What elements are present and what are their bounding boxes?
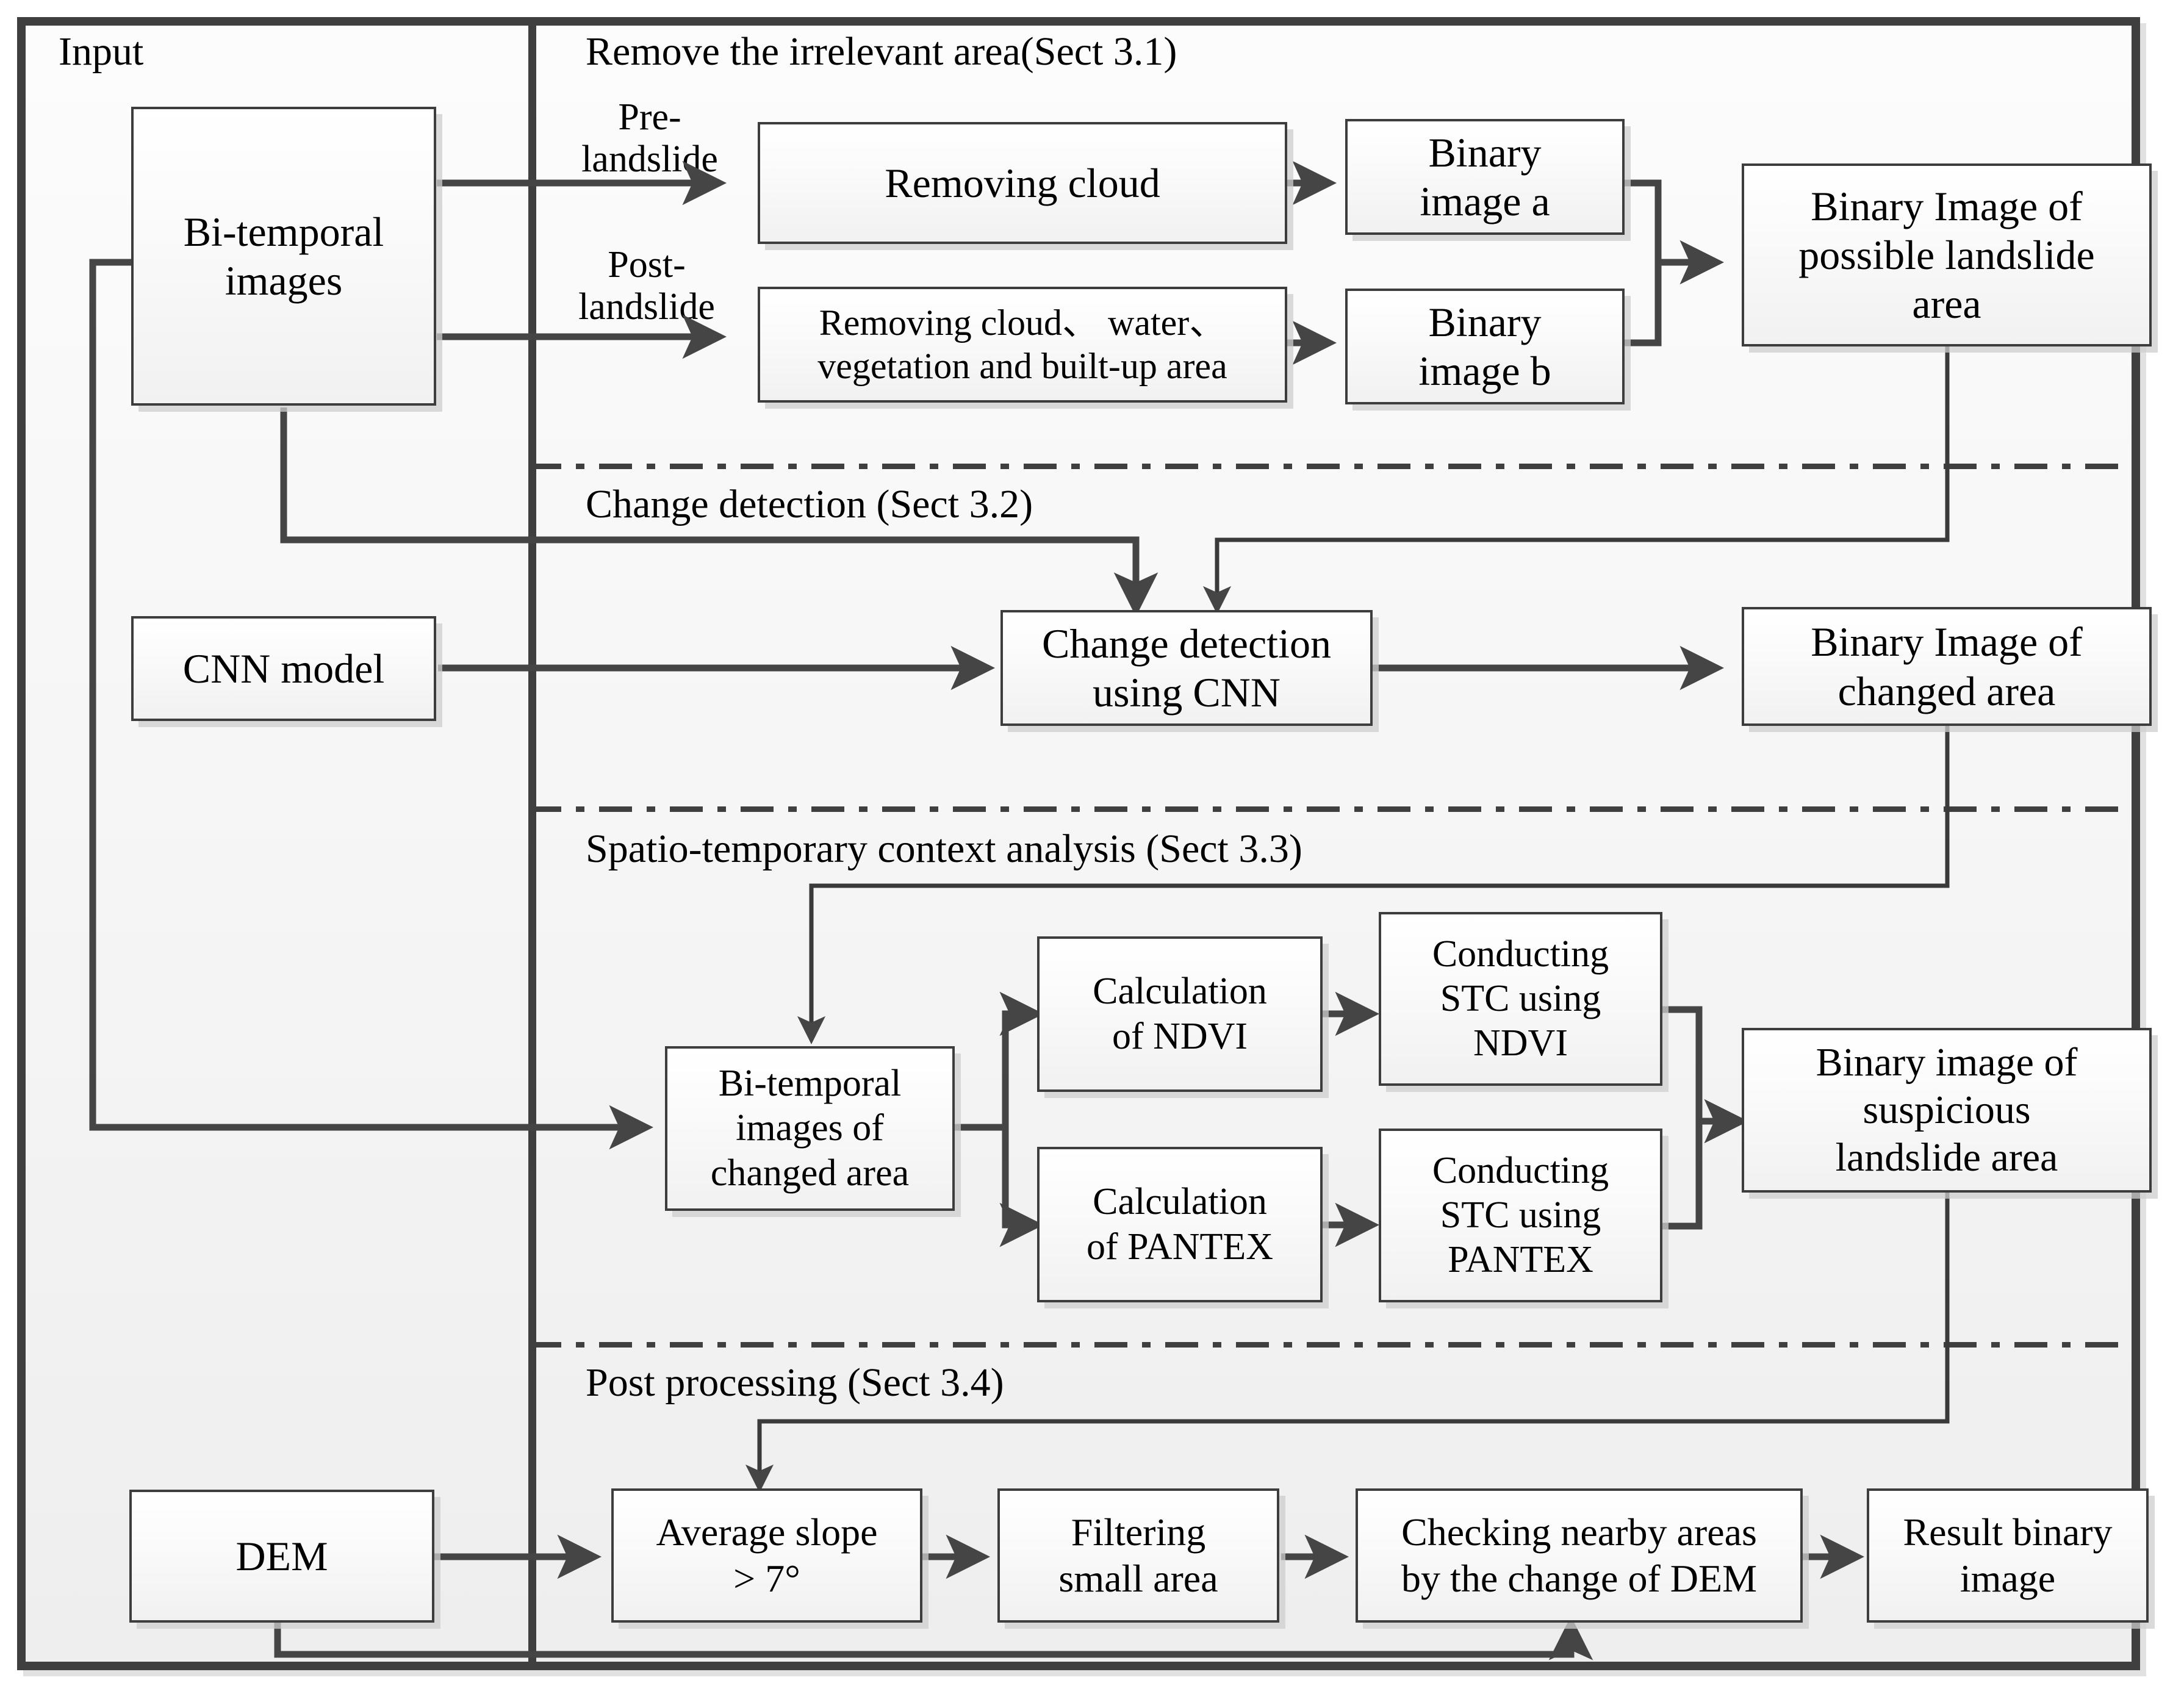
- node-binary-changed-area-line2: changed area: [1837, 667, 2056, 714]
- node-stc-ndvi-line2: STC using: [1440, 977, 1601, 1019]
- node-removing-cloud-water-line2: vegetation and built-up area: [817, 346, 1227, 386]
- section-separator-1: [528, 464, 2135, 469]
- node-binary-image-a-line2: image a: [1420, 178, 1550, 224]
- section-label-sect33: Spatio-temporary context analysis (Sect …: [586, 827, 1302, 871]
- node-cnn-model[interactable]: CNN model: [131, 616, 436, 721]
- section-label-sect32: Change detection (Sect 3.2): [586, 482, 1033, 526]
- node-removing-cloud-water[interactable]: Removing cloud、 water、 vegetation and bu…: [758, 287, 1287, 403]
- edge-label-pre-line1: Pre-: [618, 96, 681, 138]
- node-filtering-small-area-line2: small area: [1058, 1557, 1218, 1600]
- node-bitemporal-images-line2: images: [225, 257, 343, 304]
- node-result-binary-image-line1: Result binary: [1903, 1510, 2113, 1554]
- node-stc-ndvi-line1: Conducting: [1432, 933, 1609, 975]
- node-binary-possible-landslide[interactable]: Binary Image of possible landslide area: [1742, 163, 2152, 346]
- node-cnn-model-label: CNN model: [182, 645, 385, 692]
- node-binary-suspicious-line1: Binary image of: [1816, 1040, 2078, 1085]
- node-binary-changed-area-line1: Binary Image of: [1811, 619, 2083, 666]
- node-binary-possible-landslide-line2: possible landslide: [1798, 231, 2095, 278]
- node-stc-ndvi-line3: NDVI: [1473, 1022, 1568, 1064]
- node-binary-image-b-line2: image b: [1418, 348, 1551, 394]
- node-calculation-pantex[interactable]: Calculation of PANTEX: [1037, 1147, 1323, 1302]
- node-calculation-ndvi[interactable]: Calculation of NDVI: [1037, 936, 1323, 1092]
- edge-label-pre-line2: landslide: [581, 138, 718, 181]
- node-binary-image-b[interactable]: Binary image b: [1345, 289, 1625, 404]
- node-bitemporal-images[interactable]: Bi-temporal images: [131, 107, 436, 406]
- input-column-label: Input: [59, 29, 144, 74]
- node-stc-pantex[interactable]: Conducting STC using PANTEX: [1379, 1129, 1662, 1302]
- node-bitemporal-changed-area-line1: Bi-temporal: [718, 1063, 902, 1105]
- node-average-slope-line2: > 7°: [733, 1557, 800, 1600]
- node-stc-pantex-line2: STC using: [1440, 1194, 1601, 1236]
- node-bitemporal-images-line1: Bi-temporal: [183, 208, 384, 255]
- node-change-detection-cnn-line2: using CNN: [1093, 669, 1281, 716]
- node-average-slope-line1: Average slope: [656, 1510, 878, 1554]
- edge-label-post-line1: Post-: [608, 244, 686, 285]
- node-binary-image-a[interactable]: Binary image a: [1345, 119, 1625, 235]
- node-change-detection-cnn[interactable]: Change detection using CNN: [1000, 610, 1373, 726]
- node-result-binary-image-line2: image: [1959, 1557, 2056, 1600]
- node-bitemporal-changed-area-line3: changed area: [710, 1152, 910, 1194]
- node-binary-image-b-line1: Binary: [1428, 298, 1542, 345]
- node-bitemporal-changed-area-line2: images of: [736, 1107, 884, 1149]
- node-filtering-small-area-line1: Filtering: [1071, 1510, 1206, 1554]
- section-label-sect31: Remove the irrelevant area(Sect 3.1): [586, 29, 1177, 74]
- section-separator-3: [528, 1342, 2135, 1348]
- node-binary-image-a-line1: Binary: [1428, 129, 1542, 176]
- node-removing-cloud[interactable]: Removing cloud: [758, 122, 1287, 244]
- node-stc-ndvi[interactable]: Conducting STC using NDVI: [1379, 912, 1662, 1086]
- node-dem-label: DEM: [235, 1532, 328, 1579]
- node-calculation-pantex-line1: Calculation: [1093, 1181, 1267, 1223]
- node-binary-possible-landslide-line3: area: [1912, 281, 1981, 328]
- section-label-sect34: Post processing (Sect 3.4): [586, 1360, 1004, 1405]
- node-removing-cloud-water-line1: Removing cloud、 water、: [819, 303, 1226, 343]
- node-checking-nearby-areas[interactable]: Checking nearby areas by the change of D…: [1356, 1488, 1803, 1623]
- node-binary-possible-landslide-line1: Binary Image of: [1811, 182, 2083, 229]
- node-dem[interactable]: DEM: [129, 1490, 434, 1623]
- node-removing-cloud-label: Removing cloud: [885, 159, 1160, 206]
- node-calculation-ndvi-line2: of NDVI: [1112, 1015, 1248, 1057]
- node-change-detection-cnn-line1: Change detection: [1042, 620, 1331, 667]
- node-stc-pantex-line1: Conducting: [1432, 1149, 1609, 1191]
- node-stc-pantex-line3: PANTEX: [1448, 1239, 1593, 1281]
- node-binary-suspicious-landslide[interactable]: Binary image of suspicious landslide are…: [1742, 1028, 2152, 1193]
- node-checking-nearby-areas-line2: by the change of DEM: [1401, 1557, 1757, 1600]
- node-result-binary-image[interactable]: Result binary image: [1867, 1488, 2149, 1623]
- node-calculation-ndvi-line1: Calculation: [1093, 971, 1267, 1013]
- node-checking-nearby-areas-line1: Checking nearby areas: [1401, 1510, 1757, 1554]
- node-binary-suspicious-line3: landslide area: [1835, 1135, 2058, 1180]
- node-calculation-pantex-line2: of PANTEX: [1086, 1226, 1273, 1268]
- section-separator-2: [528, 806, 2135, 812]
- edge-label-post-line2: landslide: [578, 286, 715, 328]
- node-filtering-small-area[interactable]: Filtering small area: [997, 1488, 1279, 1623]
- node-binary-changed-area[interactable]: Binary Image of changed area: [1742, 607, 2152, 726]
- edge-label-post-landslide: Post- landslide: [567, 244, 726, 329]
- edge-label-pre-landslide: Pre- landslide: [573, 96, 726, 181]
- input-column-divider: [528, 26, 536, 1662]
- node-bitemporal-changed-area[interactable]: Bi-temporal images of changed area: [665, 1046, 955, 1211]
- node-binary-suspicious-line2: suspicious: [1863, 1088, 2031, 1133]
- node-average-slope[interactable]: Average slope > 7°: [611, 1488, 922, 1623]
